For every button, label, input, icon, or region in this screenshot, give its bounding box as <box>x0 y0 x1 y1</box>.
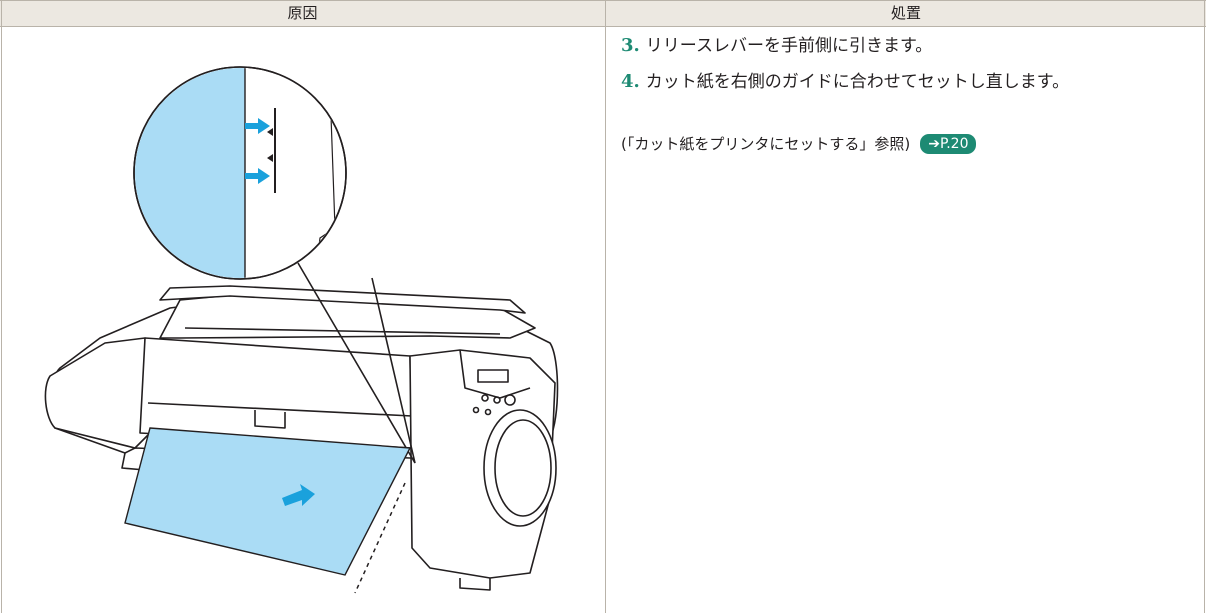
reference-text: (「カット紙をプリンタにセットする」参照) <box>621 135 911 153</box>
table-border-left <box>1 0 2 613</box>
step-item: 3.リリースレバーを手前側に引きます。 <box>621 34 1191 58</box>
table-header-row: 原因 処置 <box>0 0 1206 27</box>
step-number: 4. <box>621 71 640 92</box>
printer-cut-sheet-illustration <box>44 66 559 594</box>
table-border-middle <box>605 0 606 613</box>
reference-note: (「カット紙をプリンタにセットする」参照) ➔P.20 <box>621 133 977 155</box>
table-border-right <box>1204 0 1205 613</box>
header-cause: 原因 <box>287 4 318 22</box>
step-number: 3. <box>621 35 640 56</box>
step-text: リリースレバーを手前側に引きます。 <box>645 36 933 56</box>
header-action: 処置 <box>890 4 921 22</box>
page-link-badge[interactable]: ➔P.20 <box>920 134 977 154</box>
step-text: カット紙を右側のガイドに合わせてセットし直します。 <box>645 72 1070 92</box>
action-steps: 3.リリースレバーを手前側に引きます。 4.カット紙を右側のガイドに合わせてセッ… <box>621 34 1191 106</box>
step-item: 4.カット紙を右側のガイドに合わせてセットし直します。 <box>621 70 1191 94</box>
